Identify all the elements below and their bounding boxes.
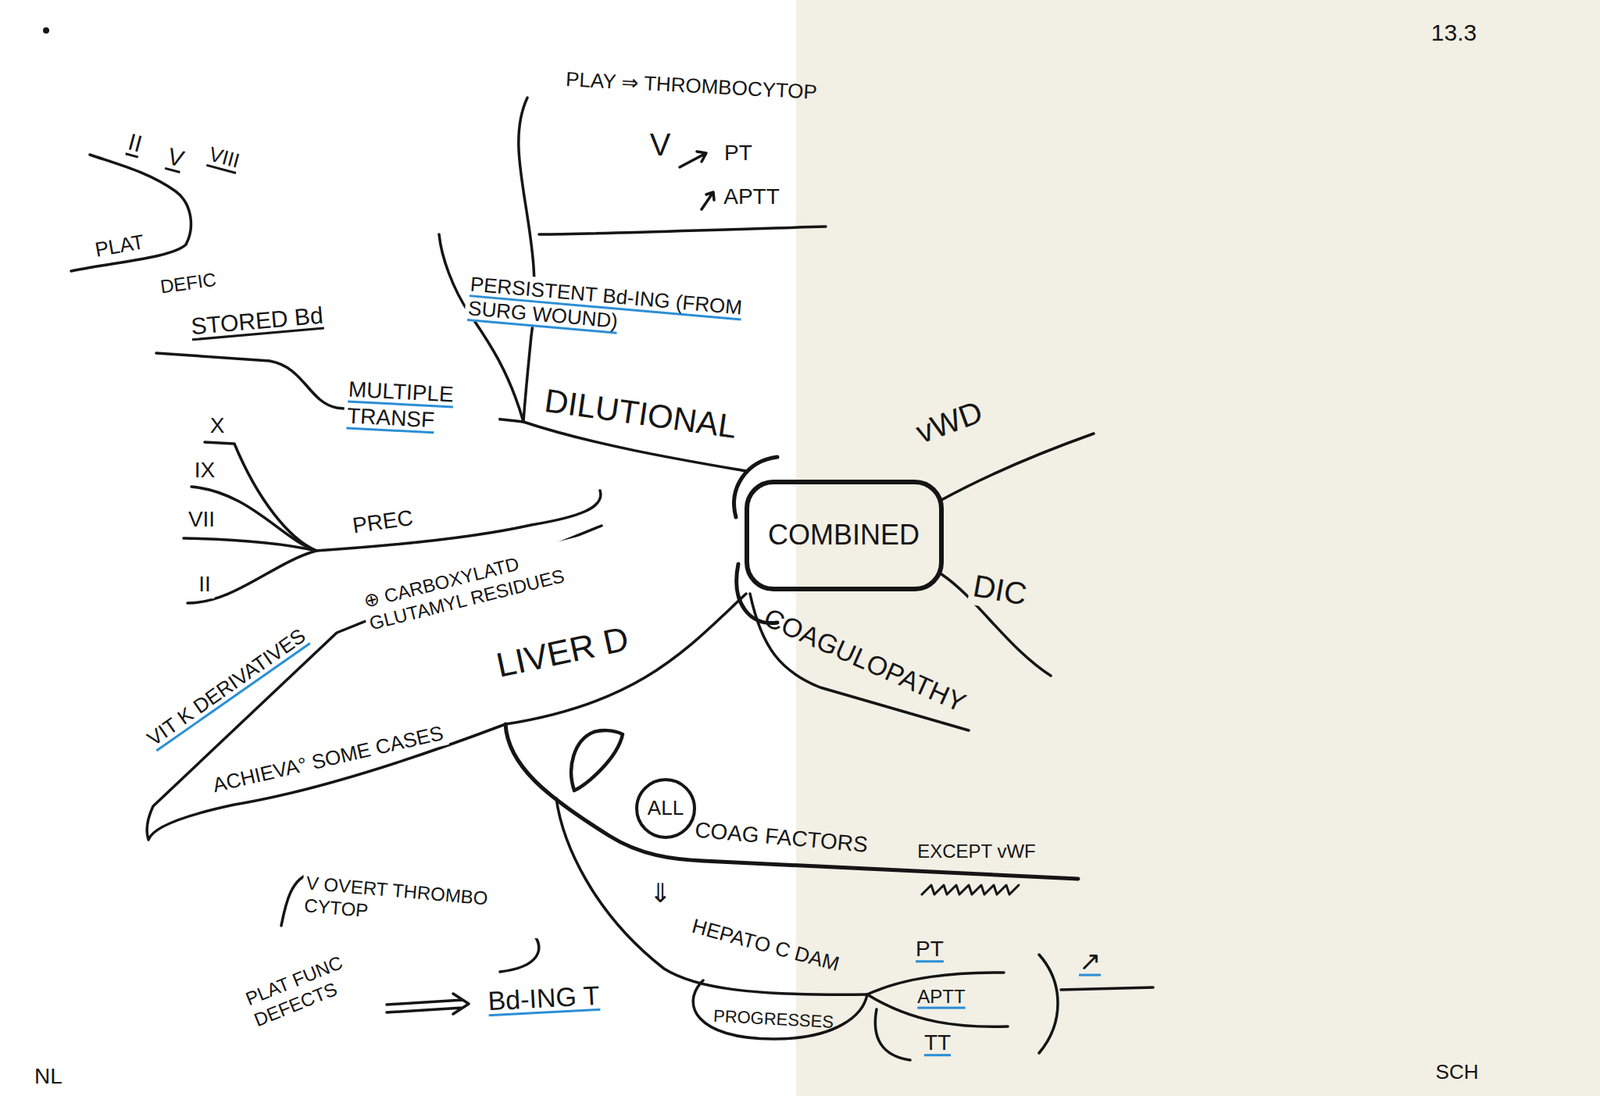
branch-label: EXCEPT vWF bbox=[914, 839, 1040, 865]
branch-label: PT bbox=[721, 139, 756, 168]
node-text: ALL bbox=[647, 796, 684, 821]
branch-line bbox=[518, 97, 535, 422]
branch-label: DEFIC bbox=[155, 267, 222, 300]
branch-line bbox=[941, 433, 1094, 500]
branch-label: ⊕ CARBOXYLATD GLUTAMYL RESIDUES bbox=[358, 527, 626, 637]
bracket-arc bbox=[1039, 954, 1058, 1054]
branch-label: DIC bbox=[967, 565, 1033, 615]
branch-label: ⇓ bbox=[646, 876, 675, 911]
branch-label: V bbox=[161, 140, 191, 175]
branch-label: MULTIPLE TRANSF bbox=[342, 375, 500, 437]
node-text: COMBINED bbox=[767, 517, 920, 552]
branch-label: LIVER D bbox=[489, 617, 636, 689]
branch-label: II bbox=[121, 125, 149, 160]
branch-label: COAGULOPATHY bbox=[756, 599, 975, 722]
branch-label: COAG FACTORS bbox=[690, 815, 872, 860]
branch-label: IX bbox=[191, 456, 218, 485]
small-arrow bbox=[701, 192, 715, 210]
circled-word: ALL bbox=[634, 777, 697, 840]
branch-label: 13.3 bbox=[1428, 17, 1480, 48]
branch-label: ↗ bbox=[1075, 944, 1104, 979]
branch-line bbox=[505, 724, 1079, 879]
branch-label: SCH bbox=[1432, 1059, 1483, 1086]
branch-label: II bbox=[195, 570, 215, 599]
branch-label: STORED Bd bbox=[186, 300, 328, 342]
branch-label: PERSISTENT Bd-ING (FROM SURG WOUND) bbox=[464, 271, 755, 347]
branch-label: Bd-ING T bbox=[483, 978, 604, 1019]
branch-label: PLAY ⇒ THROMBOCYTOP bbox=[561, 66, 821, 106]
outline-shape bbox=[636, 779, 695, 838]
outline-shape bbox=[746, 482, 942, 590]
double-arrow bbox=[386, 993, 469, 1015]
zigzag-underline bbox=[921, 885, 1019, 895]
ink-dot bbox=[42, 27, 50, 34]
branch-line bbox=[183, 538, 317, 551]
branch-label: DILUTIONAL bbox=[539, 379, 743, 448]
branch-label: HEPATO C DAM bbox=[685, 912, 845, 979]
branch-label: PLAT bbox=[89, 228, 150, 264]
branch-label: VII bbox=[185, 505, 218, 534]
branch-label: APTT bbox=[914, 985, 968, 1010]
branch-line bbox=[1060, 987, 1154, 990]
branch-label: PREC bbox=[347, 503, 418, 540]
branch-label: V bbox=[646, 125, 675, 165]
branch-line bbox=[692, 980, 868, 1040]
branch-label: APTT bbox=[720, 182, 783, 211]
branch-label: vWD bbox=[907, 390, 991, 453]
branch-line bbox=[204, 442, 317, 551]
branch-line bbox=[539, 226, 826, 235]
branch-line bbox=[187, 550, 317, 604]
branch-label: VIT K DERIVATIVES bbox=[139, 621, 314, 754]
branch-line bbox=[875, 1009, 911, 1061]
liver-outline bbox=[571, 730, 623, 791]
branch-label: V OVERT THROMBO CYTOP bbox=[300, 871, 544, 939]
branch-label: ACHIEVA° SOME CASES bbox=[207, 719, 449, 800]
branch-label: PLAT FUNC DEFECTS bbox=[239, 938, 386, 1034]
small-arrow bbox=[679, 151, 707, 168]
branch-label: VIII bbox=[203, 140, 246, 175]
branch-label: PT bbox=[912, 935, 947, 964]
branch-label: TT bbox=[921, 1028, 954, 1058]
branch-label: NL bbox=[31, 1062, 66, 1091]
central-box: COMBINED bbox=[744, 479, 944, 592]
branch-label: X bbox=[207, 411, 229, 440]
branch-label: PROGRESSES bbox=[709, 1005, 837, 1035]
